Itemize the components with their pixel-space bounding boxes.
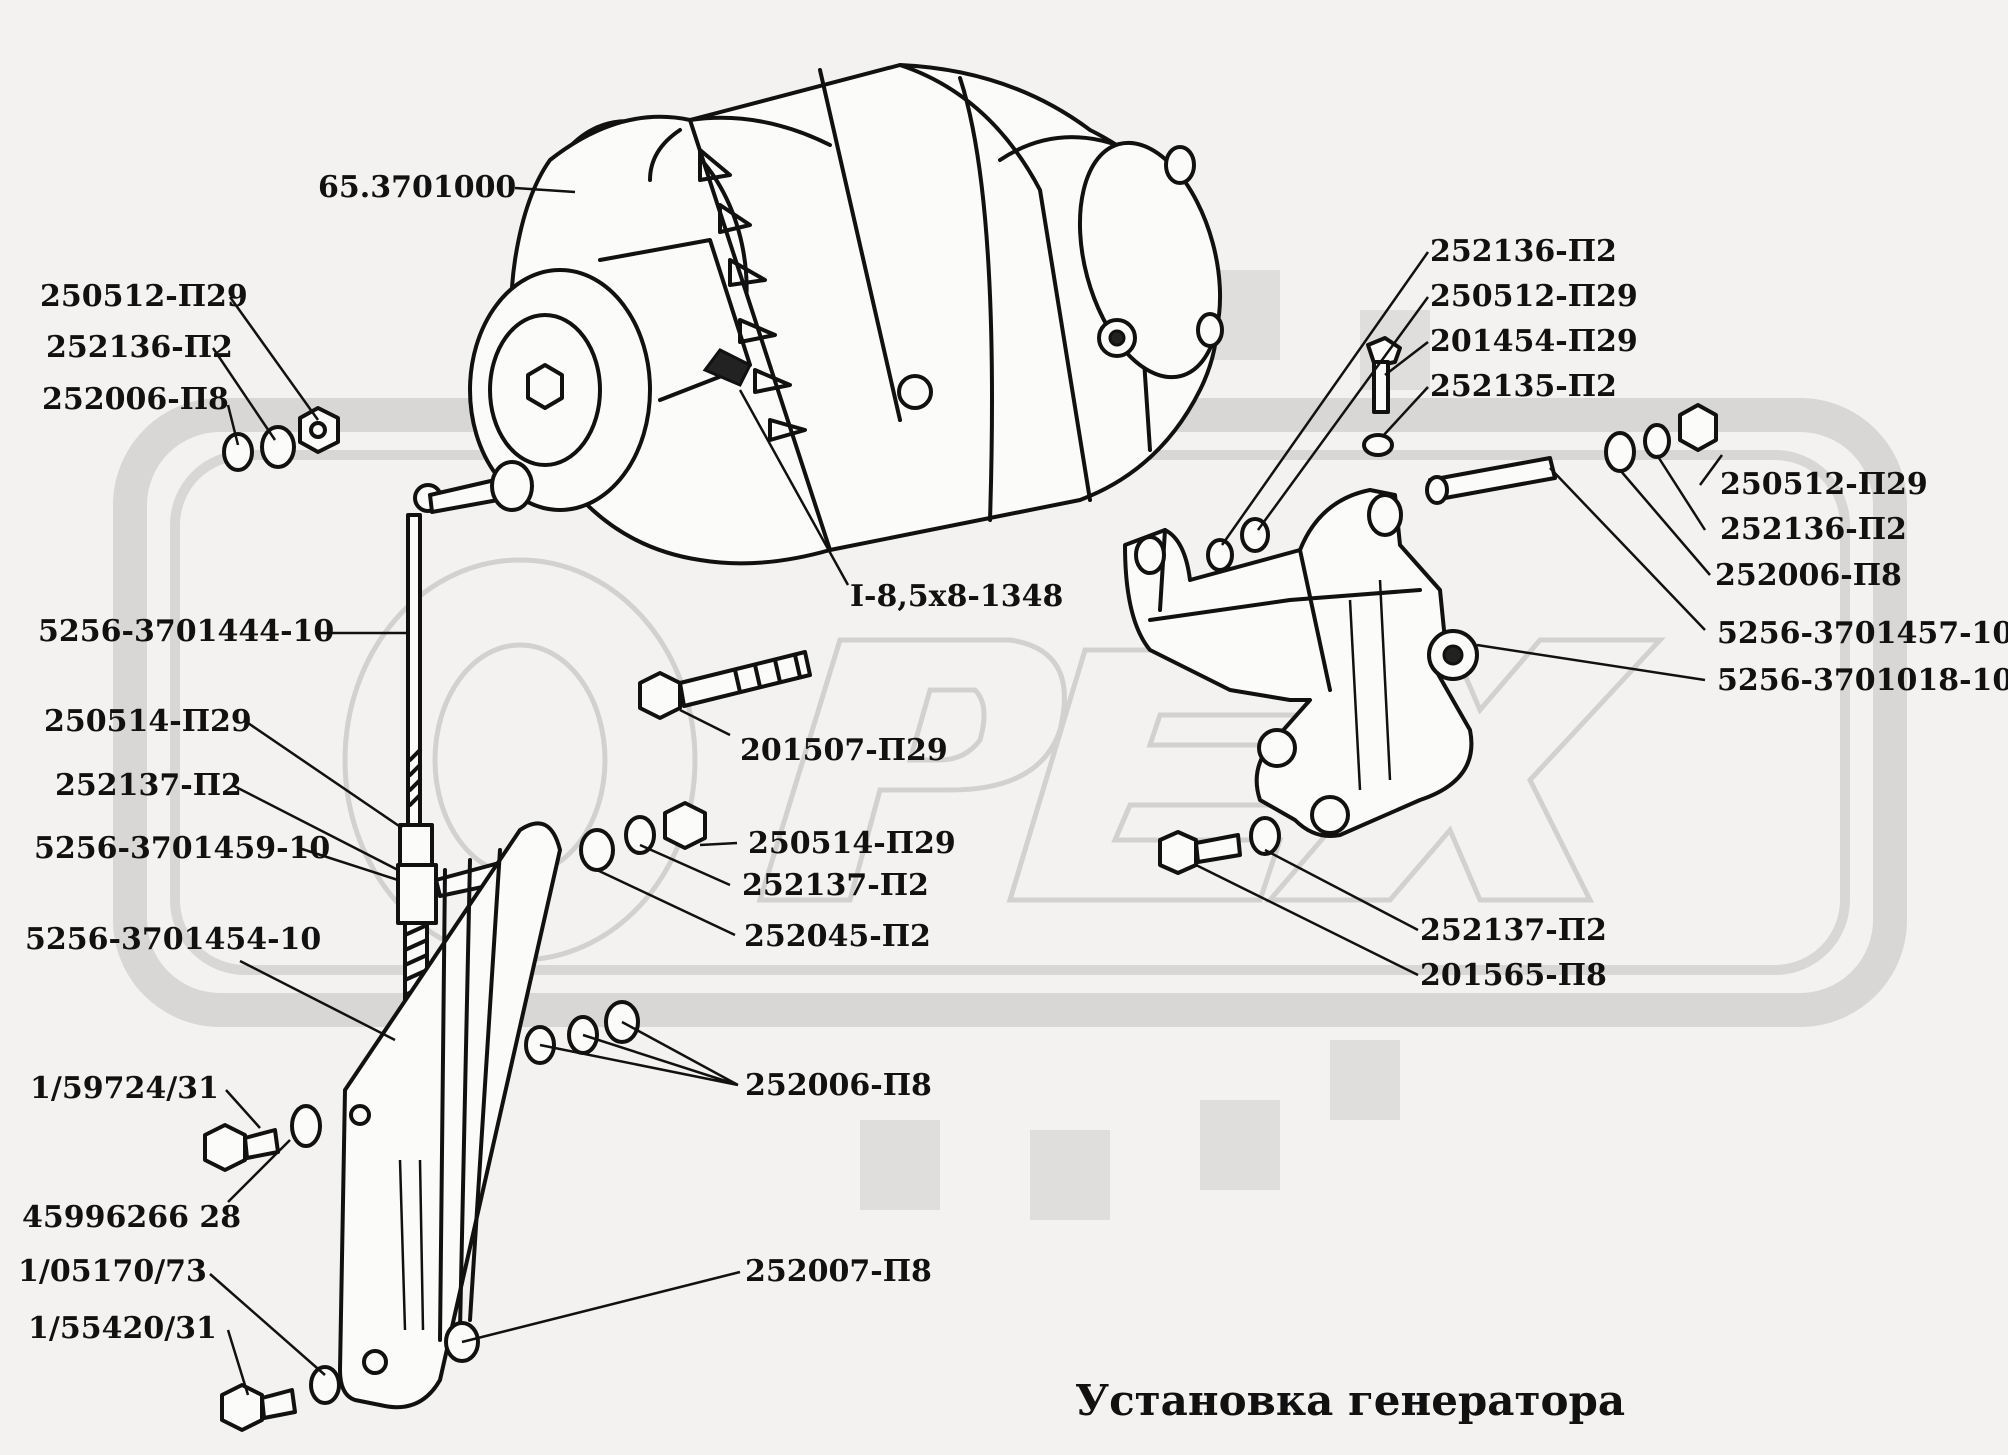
label-washer-252137-mid: 252137-П2 bbox=[742, 868, 929, 903]
tension-plate bbox=[338, 821, 562, 1410]
label-washer-1-05170: 1/05170/73 bbox=[18, 1254, 207, 1289]
label-bolt-201565: 201565-П8 bbox=[1420, 958, 1607, 993]
pulley-nut bbox=[526, 363, 564, 410]
label-rod: 5256-3701444-10 bbox=[38, 614, 335, 649]
label-nut-250512-right: 250512-П29 bbox=[1720, 467, 1928, 502]
label-washer-252135: 252135-П2 bbox=[1430, 369, 1617, 404]
label-washer-252007: 252007-П8 bbox=[745, 1254, 932, 1289]
label-bolt-201454: 201454-П29 bbox=[1430, 324, 1638, 359]
middle-fasteners bbox=[444, 650, 812, 1363]
label-washer-45996266: 45996266 28 bbox=[22, 1200, 242, 1235]
label-stud: 5256-3701457-10 bbox=[1717, 616, 2008, 651]
label-nut-250512-top: 250512-П29 bbox=[1430, 279, 1638, 314]
label-washer-252136-right: 252136-П2 bbox=[1720, 512, 1907, 547]
label-washers-252006-mid: 252006-П8 bbox=[745, 1068, 932, 1103]
label-nut-250514-mid: 250514-П29 bbox=[748, 826, 956, 861]
label-nut-250514-left: 250514-П29 bbox=[44, 704, 252, 739]
right-fasteners bbox=[1158, 336, 1718, 875]
label-bolt-201507: 201507-П29 bbox=[740, 733, 948, 768]
lower-left-bolts bbox=[203, 1104, 341, 1432]
left-fastener-set bbox=[222, 406, 340, 472]
label-washer-252136-top: 252136-П2 bbox=[1430, 234, 1617, 269]
label-washer-252006-right: 252006-П8 bbox=[1715, 558, 1902, 593]
label-bolt-1-55420: 1/55420/31 bbox=[28, 1311, 217, 1346]
label-washer-252006-left: 252006-П8 bbox=[42, 382, 229, 417]
label-washer-252137-right: 252137-П2 bbox=[1420, 913, 1607, 948]
label-bolt-1-59724: 1/59724/31 bbox=[30, 1071, 219, 1106]
label-washer-252136-left: 252136-П2 bbox=[46, 330, 233, 365]
label-swivel: 5256-3701459-10 bbox=[34, 831, 331, 866]
label-belt: I-8,5x8-1348 bbox=[850, 579, 1064, 614]
label-washer-252137-left: 252137-П2 bbox=[55, 768, 242, 803]
diagram-title: Установка генератора bbox=[1075, 1376, 1626, 1425]
label-washer-252045: 252045-П2 bbox=[744, 919, 931, 954]
mounting-bracket bbox=[1123, 488, 1479, 838]
label-tension-plate: 5256-3701454-10 bbox=[25, 922, 322, 957]
label-nut-250512-left: 250512-П29 bbox=[40, 279, 248, 314]
leader-lines bbox=[209, 186, 1724, 1396]
label-bracket: 5256-3701018-10 bbox=[1717, 663, 2008, 698]
label-alternator: 65.3701000 bbox=[318, 170, 517, 205]
